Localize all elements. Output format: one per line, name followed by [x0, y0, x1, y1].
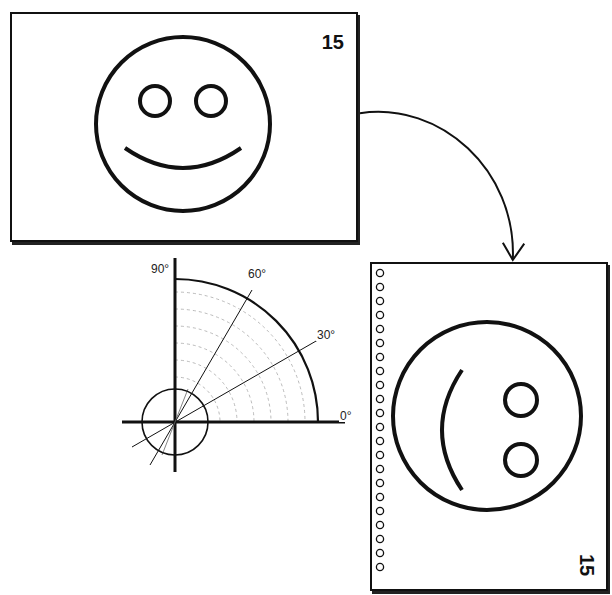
- card-number: 15: [577, 554, 597, 576]
- spiral-hole: [376, 409, 383, 416]
- angle-label: 60°: [247, 268, 267, 280]
- spiral-hole: [376, 353, 383, 360]
- spiral-hole: [376, 479, 383, 486]
- spiral-hole: [376, 535, 383, 542]
- spiral-hole: [376, 395, 383, 402]
- spiral-hole: [376, 493, 383, 500]
- spiral-hole: [376, 465, 383, 472]
- spiral-hole: [376, 311, 383, 318]
- spiral-holes: [376, 269, 383, 570]
- spiral-hole: [376, 367, 383, 374]
- spiral-hole: [376, 269, 383, 276]
- smiley-face: [96, 37, 270, 211]
- spiral-hole: [376, 381, 383, 388]
- angle-label: 30°: [316, 329, 336, 341]
- spiral-hole: [376, 423, 383, 430]
- spiral-hole: [376, 325, 383, 332]
- notebook-page: 15: [370, 262, 608, 591]
- spiral-hole: [376, 563, 383, 570]
- spiral-hole: [376, 521, 383, 528]
- angle-label: 90°: [150, 263, 170, 275]
- spiral-hole: [376, 297, 383, 304]
- curved-arrow: [360, 112, 524, 260]
- spiral-hole: [376, 283, 383, 290]
- card-number: 15: [322, 32, 344, 52]
- spiral-hole: [376, 437, 383, 444]
- card: 15: [10, 12, 358, 242]
- spiral-hole: [376, 507, 383, 514]
- spiral-hole: [376, 339, 383, 346]
- spiral-hole: [376, 549, 383, 556]
- angle-diagram: [122, 258, 345, 472]
- rotated-smiley: [393, 322, 581, 510]
- spiral-hole: [376, 451, 383, 458]
- angle-label: 0°: [339, 410, 352, 422]
